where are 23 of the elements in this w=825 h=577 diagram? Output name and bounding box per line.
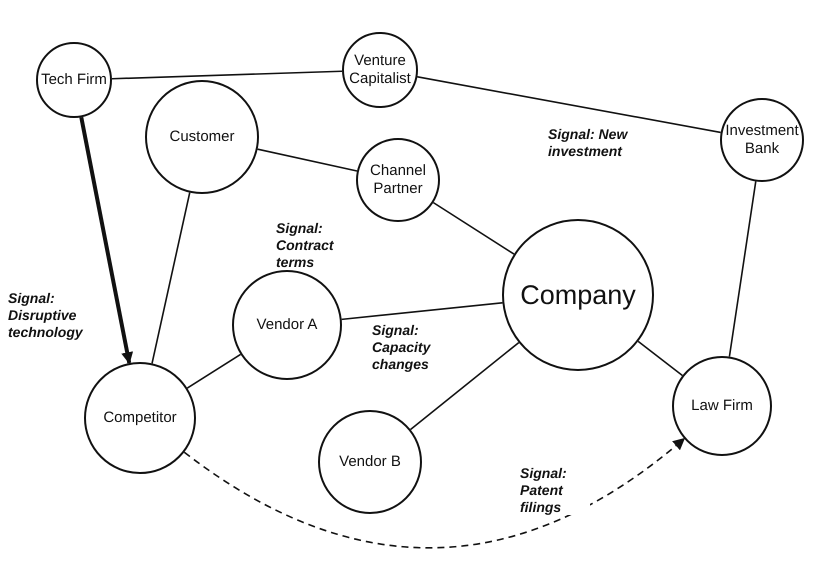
node-label: Vendor A xyxy=(256,316,318,334)
node-label: Investment Bank xyxy=(724,122,800,158)
node-label: Company xyxy=(520,278,636,312)
connector-line xyxy=(432,202,514,255)
node-label: Competitor xyxy=(103,409,177,427)
arrow xyxy=(184,438,686,548)
connector-line xyxy=(410,342,520,430)
node-label: Venture Capitalist xyxy=(348,52,412,88)
connector-line xyxy=(728,181,757,357)
node-label: Tech Firm xyxy=(41,71,107,89)
connector-line xyxy=(112,70,342,80)
connector-line xyxy=(638,340,683,376)
node-label: Channel Partner xyxy=(369,162,427,198)
connector-line xyxy=(258,148,358,172)
connector-line xyxy=(186,354,241,389)
node-label: Vendor B xyxy=(339,453,401,471)
node-label: Customer xyxy=(169,128,235,146)
node-label: Law Firm xyxy=(691,397,753,415)
connector-line xyxy=(417,76,721,134)
edge-label: Signal: Patent filings xyxy=(520,465,590,516)
arrow xyxy=(79,116,134,364)
connector-line xyxy=(342,302,502,320)
connector-line xyxy=(151,192,190,364)
